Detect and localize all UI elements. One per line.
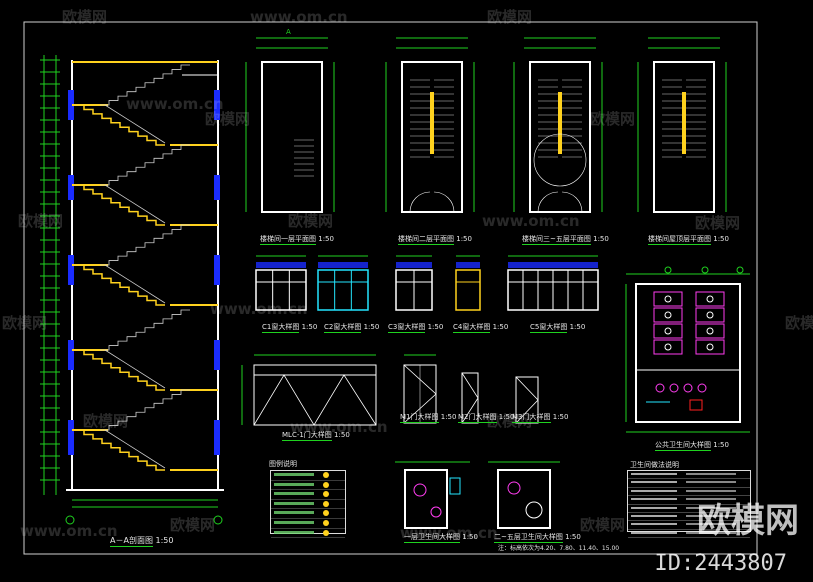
watermark-url: www.om.cn [250,8,348,26]
window-details [255,255,599,311]
watermark-url: www.om.cn [20,522,118,540]
watermark-brand: 欧模网 [590,110,636,128]
section-title: A－A剖面图 1:50 [110,536,174,547]
door-details [241,354,539,426]
public-toilet-plan [625,266,750,433]
legend-title: 图例说明 [269,460,297,468]
door-title-mlc: MLC-1门大样图 1:50 [282,431,350,441]
plan-title-3: 楼梯间三~五层平面图 1:50 [522,235,609,245]
watermark-brand: 欧模网 [487,412,533,430]
plan-title-1: 楼梯间一层平面图 1:50 [260,235,334,245]
watermark-logo: 欧模网 [697,501,799,541]
toilet-title-2: 二~五层卫生间大样图 1:50 [494,533,581,543]
watermark-url: www.om.cn [210,300,308,318]
watermark-id: ID:2443807 [654,551,787,576]
elevation-note: 注：标高依次为4.20、7.80、11.40、15.00 [498,545,620,552]
plan-title-2: 楼梯间二层平面图 1:50 [398,235,472,245]
stair-plans [245,37,727,213]
window-title-c5: C5窗大样图 1:50 [530,323,586,333]
watermark-url: www.om.cn [126,95,224,113]
notes-title: 卫生间做法说明 [630,461,679,469]
watermark-brand: 欧模网 [18,212,64,230]
section-drawing [40,55,224,525]
watermark-brand: 欧模网 [785,314,813,332]
watermark-brand: 欧模网 [62,8,108,26]
watermark-brand: 欧模网 [170,516,216,534]
toilet-title-public: 公共卫生间大样图 1:50 [655,441,729,451]
watermark-brand: 欧模网 [205,110,251,128]
window-title-c2: C2窗大样图 1:50 [324,323,380,333]
watermark-brand: 欧模网 [288,212,334,230]
marker-a: A [286,28,291,36]
watermark-brand: 欧模网 [695,214,741,232]
watermark-url: www.om.cn [400,524,498,542]
door-title-m2: M2门大样图 1:50 [458,413,515,423]
watermark-url: www.om.cn [290,418,388,436]
notes-table: 卫生间做法说明 [627,461,751,539]
watermark-brand: 欧模网 [487,8,533,26]
window-title-c3: C3窗大样图 1:50 [388,323,444,333]
small-toilet-plans [395,461,560,529]
door-title-m3: M3门大样图 1:50 [512,413,569,423]
plan-title-4: 楼梯间屋顶层平面图 1:50 [648,235,729,245]
watermark-url: www.om.cn [482,212,580,230]
window-title-c1: C1窗大样图 1:50 [262,323,318,333]
window-title-c4: C4窗大样图 1:50 [453,323,509,333]
watermark-brand: 欧模网 [2,314,48,332]
watermark-brand: 欧模网 [83,412,129,430]
legend-table: 图例说明 [269,460,346,539]
toilet-title-1: 一层卫生间大样图 1:50 [404,533,478,543]
watermark-brand: 欧模网 [580,516,626,534]
door-title-m1: M1门大样图 1:50 [400,413,457,423]
